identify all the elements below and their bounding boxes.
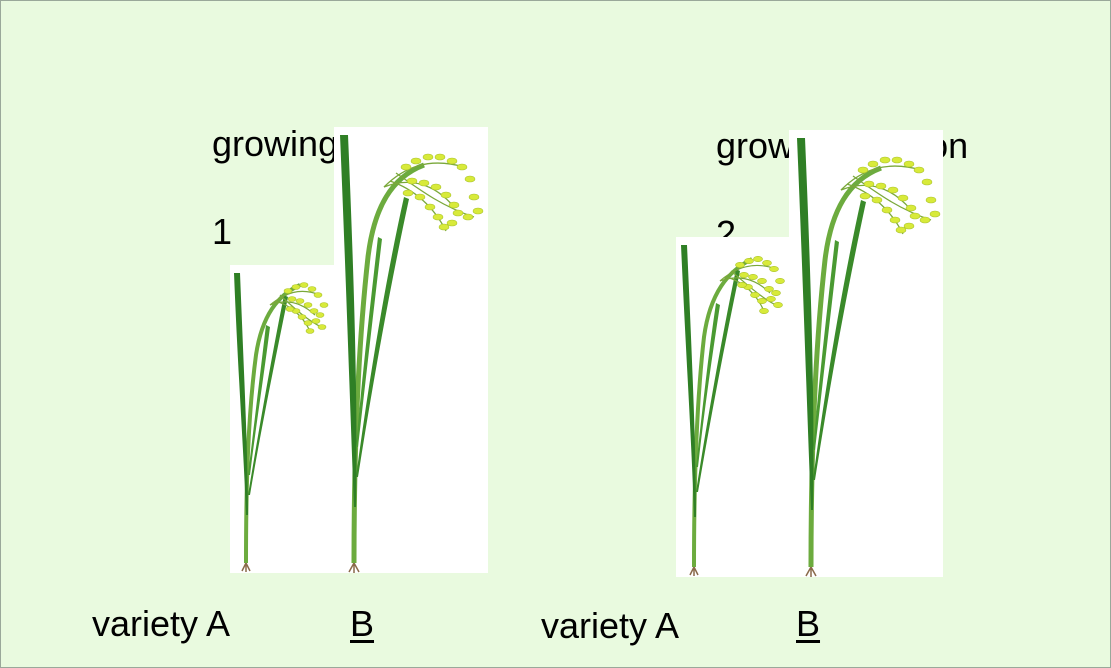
season-1-variety-a-panel [230, 265, 335, 573]
season-2-variety-b-label: B [796, 604, 820, 644]
season-2-variety-a-label: variety A [541, 606, 679, 646]
season-2-variety-b-panel [789, 130, 943, 577]
season-1-variety-b-panel [334, 127, 488, 573]
rice-plant-tall-icon [334, 127, 488, 573]
season-1-variety-a-label: variety A [92, 604, 230, 644]
season-1-title-line2: 1 [212, 211, 232, 252]
rice-plant-short-icon [676, 237, 791, 577]
rice-plant-short-icon [230, 265, 335, 573]
season-2-variety-a-panel [676, 237, 791, 577]
rice-plant-tall-icon [789, 130, 943, 577]
season-1-variety-b-label: B [350, 604, 374, 644]
